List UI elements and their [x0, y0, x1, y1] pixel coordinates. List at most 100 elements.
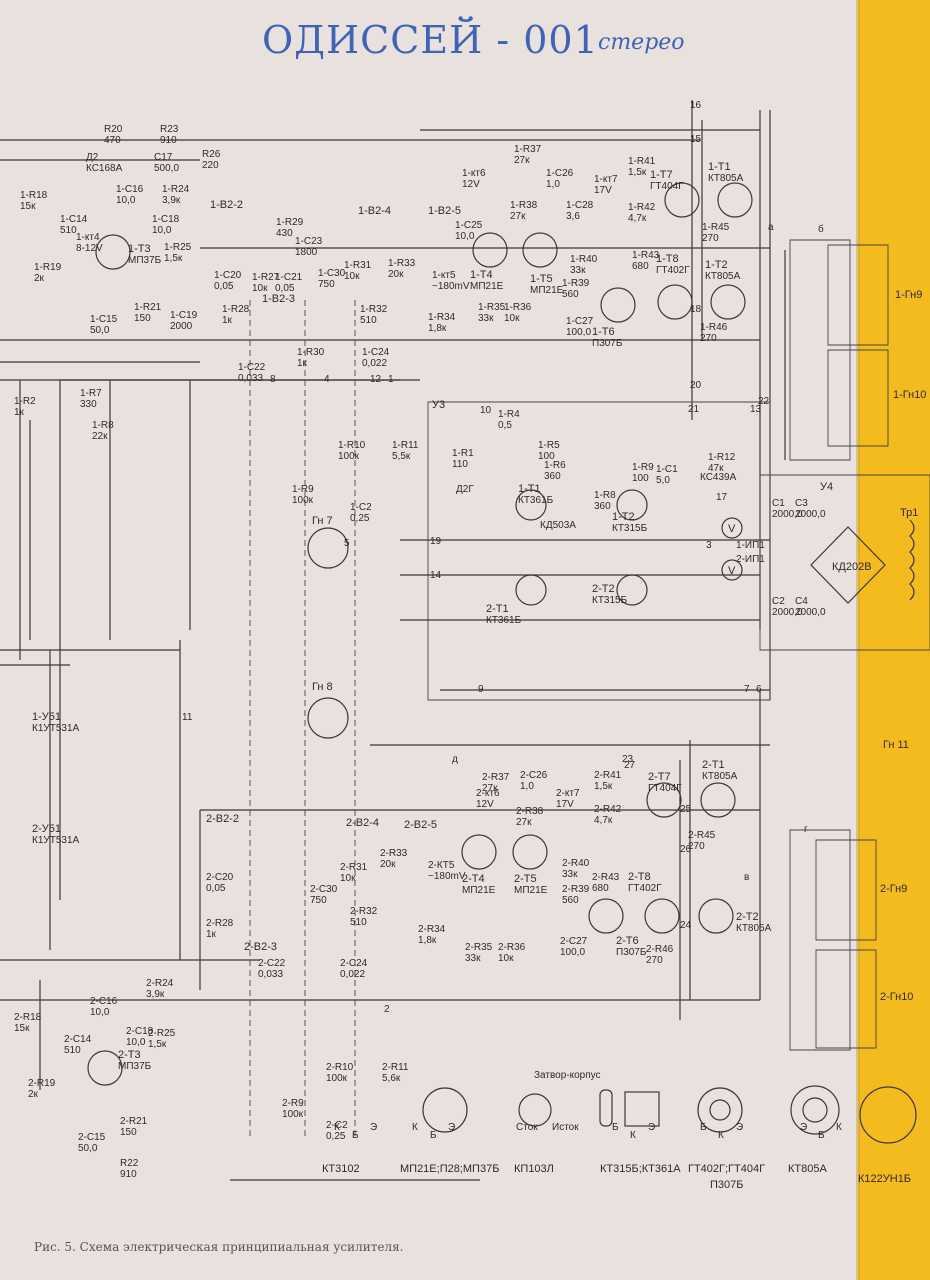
pin-3: б	[818, 223, 824, 235]
c18-ref: 1-С18	[152, 214, 180, 225]
lower-r41-ref: 2-R41	[594, 770, 622, 781]
u3-r9-ref: 1-R9	[632, 462, 654, 473]
pin-29: 25	[680, 804, 692, 815]
u3-c1-value: 5,0	[656, 475, 670, 486]
r46-ref: 1-R46	[700, 322, 728, 333]
din-gn7-label: Гн 7	[312, 515, 333, 527]
u3-c1-ref: 1-С1	[656, 464, 678, 475]
upper-transistor-t8-label: 1-Т8	[656, 253, 679, 265]
b2-5-lo: 2-В2-5	[404, 819, 437, 831]
pin-0: 16	[690, 100, 702, 111]
pin-12: 10	[480, 405, 492, 416]
u3-r12-value: 47к	[708, 463, 724, 474]
kt4-up-value: 8-12V	[76, 243, 103, 254]
upper-transistor-t7-sub: ГТ404Г	[650, 181, 684, 192]
r38-ref: 1-R38	[510, 200, 538, 211]
lower-c20-value: 0,05	[206, 883, 226, 894]
c17-value: 500,0	[154, 163, 179, 174]
pin-21: 8	[270, 374, 276, 385]
u3-diode-1: КД503А	[540, 520, 576, 531]
lower-r37-value: 27к	[482, 783, 498, 794]
lower-r19-ref: 2-R19	[28, 1078, 56, 1089]
pin-14: 3	[706, 540, 712, 551]
upper-transistor-t4-label: 1-Т4	[470, 269, 493, 281]
lower-c16-ref: 2-С16	[90, 996, 118, 1007]
u3-r5-value: 100	[538, 451, 555, 462]
kt5-lo-value: ~180mV	[428, 871, 466, 882]
ip-label-0: 1-ИП1	[736, 540, 765, 551]
upper-power-transistor-t1-sub: КТ805А	[708, 173, 744, 184]
pkg-kp103l-pin-1: Затвор-корпус	[534, 1070, 601, 1081]
pkg-gt402-label: ГТ402Г;ГТ404Г	[688, 1163, 765, 1175]
upper-transistor-t6-sub: П307Б	[592, 338, 623, 349]
lower-c2-ref: 2-С2	[326, 1120, 348, 1131]
lower-r33-value: 20к	[380, 859, 396, 870]
u3-t1-sub: КТ361Б	[518, 495, 554, 506]
kt6-lo-ref: 2-кт6	[476, 788, 500, 799]
lower-transistor-t5-sub: МП21Е	[514, 885, 548, 896]
lower-c27-value: 100,0	[560, 947, 585, 958]
r2-ref: 1-R2	[14, 396, 36, 407]
r7-value: 330	[80, 399, 97, 410]
pkg-kt3102-pin-1: Б	[352, 1130, 359, 1141]
r43-ref: 1-R43	[632, 250, 660, 261]
lower-c30-value: 750	[310, 895, 327, 906]
pkg-kt805-label: КТ805А	[788, 1163, 827, 1175]
u4-c4-ref: С4	[795, 596, 808, 607]
lower-c24-value: 0,022	[340, 969, 365, 980]
lower-c15-value: 50,0	[78, 1143, 98, 1154]
ic-k1ut531a-1-label: 1-У51	[32, 711, 61, 723]
ic-k1ut531a-2-sub: К1УТ531А	[32, 835, 80, 846]
wiring	[0, 100, 930, 1181]
u3-t1-label: 1-Т1	[518, 483, 541, 495]
lower-c24-ref: 2-С24	[340, 958, 368, 969]
c23-value: 1800	[295, 247, 318, 258]
lower-c22-value: 0,033	[258, 969, 283, 980]
r34-ref: 1-R34	[428, 312, 456, 323]
lower-transistor-t3-label: 2-Т3	[118, 1049, 141, 1061]
lower-c30-ref: 2-С30	[310, 884, 338, 895]
lower-r21-value: 150	[120, 1127, 137, 1138]
u3-r1-value: 110	[452, 459, 468, 470]
lower-r22-ref: R22	[120, 1158, 139, 1169]
r8-ref: 1-R8	[92, 420, 114, 431]
kt7-lo-ref: 2-кт7	[556, 788, 580, 799]
r26-value: 220	[202, 160, 219, 171]
pin-18: 1	[388, 374, 394, 385]
pkg-gt402-sub: П307Б	[710, 1179, 743, 1191]
kt6-up-value: 12V	[462, 179, 480, 190]
c15-value: 50,0	[90, 325, 110, 336]
r41-ref: 1-R41	[628, 156, 656, 167]
pkg-kt805-pin-1: Б	[818, 1130, 825, 1141]
c26-ref: 1-С26	[546, 168, 574, 179]
lower-r39-ref: 2-R39	[562, 884, 590, 895]
lower-transistor-t3-sub: МП37Б	[118, 1061, 152, 1072]
r30-value: 1к	[297, 358, 308, 369]
lower-transistor-t7-label: 2-Т7	[648, 771, 671, 783]
upper-transistor-t3-sub: МП37Б	[128, 255, 162, 266]
c18-value: 10,0	[152, 225, 172, 236]
c16-ref: 1-С16	[116, 184, 144, 195]
lower-transistor-t8-label: 2-Т8	[628, 871, 651, 883]
pkg-kt315-label: КТ315Б;КТ361А	[600, 1163, 681, 1175]
pkg-kt3102-pin-0: К	[334, 1122, 340, 1133]
lower-r28-value: 1к	[206, 929, 217, 940]
pin-10: 18	[690, 304, 702, 315]
r25-ref: 1-R25	[164, 242, 192, 253]
lower-r41-value: 1,5к	[594, 781, 613, 792]
jack-1-gn10-label: 1-Гн10	[893, 389, 926, 401]
c21-ref: 1-С21	[275, 272, 303, 283]
c27-ref: 1-С27	[566, 316, 594, 327]
lower-transistor-t6-label: 2-Т6	[616, 935, 639, 947]
lower-r9-value: 100к	[282, 1109, 304, 1120]
b2-3-up: 1-В2-3	[262, 293, 295, 305]
lower-r42-ref: 2-R42	[594, 804, 622, 815]
lower-r34-ref: 2-R34	[418, 924, 446, 935]
pin-16: 6	[756, 684, 762, 695]
meter-0: V	[728, 523, 736, 535]
r29-ref: 1-R29	[276, 217, 304, 228]
lower-r11-ref: 2-R11	[382, 1062, 409, 1073]
lower-power-transistor-t1-label: 2-Т1	[702, 759, 725, 771]
b2-5-up: 1-В2-5	[428, 205, 461, 217]
r45-value: 270	[702, 233, 719, 244]
